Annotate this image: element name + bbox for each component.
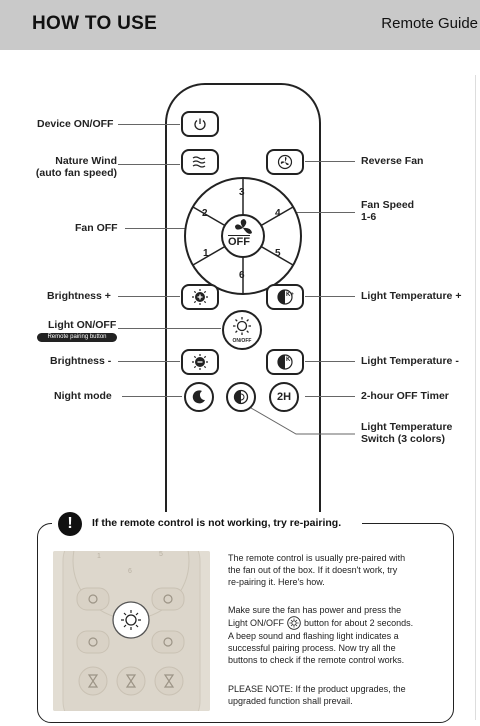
label-nature-wind: Nature Wind [55, 155, 117, 167]
pairing-badge: Remote pairing button [37, 333, 117, 342]
label-fan-speed-range: 1-6 [361, 211, 377, 223]
panel-para-1: The remote control is usually pre-paired… [228, 553, 406, 587]
remote-photo: 1 5 6 [53, 551, 210, 711]
label-brightness-plus: Brightness + [47, 290, 111, 302]
night-mode-button[interactable] [184, 382, 214, 412]
temp-plus-text: K+ [286, 292, 294, 298]
warning-icon: ! [58, 512, 82, 536]
leader-line [122, 396, 182, 397]
light-onoff-inline-icon [287, 616, 301, 630]
reverse-fan-button[interactable] [266, 149, 304, 175]
temp-minus-icon [277, 354, 293, 370]
leader-line [125, 228, 230, 229]
leader-line [305, 396, 355, 397]
moon-icon [192, 390, 205, 404]
device-power-button[interactable] [181, 111, 219, 137]
speed-6[interactable]: 6 [239, 270, 245, 281]
light-temp-plus-button[interactable]: K+ [266, 284, 304, 310]
panel-title-mask [52, 512, 362, 536]
wind-icon [192, 156, 206, 168]
brightness-minus-icon [192, 354, 208, 370]
panel-title: If the remote control is not working, tr… [92, 517, 342, 529]
leader-line [305, 296, 355, 297]
timer-button[interactable]: 2H [269, 382, 299, 412]
label-night-mode: Night mode [54, 390, 112, 402]
leader-line [305, 161, 355, 162]
speed-4[interactable]: 4 [275, 208, 281, 219]
header-bar: HOW TO USE Remote Guide [0, 0, 480, 50]
label-light-onoff: Light ON/OFF [48, 319, 117, 331]
label-light-temp-plus: Light Temperature + [361, 290, 462, 302]
label-brightness-minus: Brightness - [50, 355, 112, 367]
remote-closeup-illustration [53, 551, 210, 711]
light-onoff-button[interactable]: ON/OFF [222, 310, 262, 350]
label-fan-off: Fan OFF [75, 222, 118, 234]
speed-3[interactable]: 3 [239, 187, 245, 198]
leader-line [118, 296, 180, 297]
panel-para-2: Make sure the fan has power and press th… [228, 605, 414, 665]
label-temp-switch-sub: Switch (3 colors) [361, 433, 446, 445]
leader-line [118, 361, 180, 362]
brightness-plus-icon [192, 289, 208, 305]
panel-para-3: PLEASE NOTE: If the product upgrades, th… [228, 684, 406, 706]
speed-2[interactable]: 2 [202, 208, 208, 219]
fan-speed-dial[interactable] [183, 176, 303, 296]
temp-plus-icon [277, 289, 293, 305]
reverse-fan-icon [277, 154, 293, 170]
leader-line [118, 124, 180, 125]
guide-title: Remote Guide [381, 15, 478, 32]
power-icon [194, 118, 206, 131]
leader-line [305, 361, 355, 362]
label-nature-wind-sub: (auto fan speed) [35, 167, 117, 179]
photo-num-6: 6 [128, 568, 132, 575]
photo-num-1: 1 [97, 553, 101, 560]
temp-switch-button[interactable] [226, 382, 256, 412]
speed-5[interactable]: 5 [275, 248, 281, 259]
photo-num-5: 5 [159, 551, 163, 558]
light-bulb-icon [233, 317, 251, 335]
temp-minus-text: K- [286, 357, 293, 363]
leader-line [284, 212, 355, 213]
fan-off-text: OFF [228, 236, 250, 248]
brightness-plus-button[interactable] [181, 284, 219, 310]
label-fan-speed: Fan Speed [361, 199, 415, 211]
label-light-temp-minus: Light Temperature - [361, 355, 459, 367]
nature-wind-button[interactable] [181, 149, 219, 175]
leader-line [118, 164, 180, 165]
half-circle-icon [233, 389, 249, 405]
leader-line [118, 328, 221, 329]
light-temp-minus-button[interactable]: K- [266, 349, 304, 375]
label-reverse-fan: Reverse Fan [361, 155, 424, 167]
page-edge-line [475, 75, 476, 720]
brightness-minus-button[interactable] [181, 349, 219, 375]
label-device-onoff: Device ON/OFF [37, 118, 114, 130]
speed-1[interactable]: 1 [203, 248, 209, 259]
label-temp-switch: Light Temperature [361, 421, 453, 433]
on-off-small-text: ON/OFF [232, 338, 252, 344]
label-timer: 2-hour OFF Timer [361, 390, 449, 402]
page-title: HOW TO USE [32, 13, 158, 34]
